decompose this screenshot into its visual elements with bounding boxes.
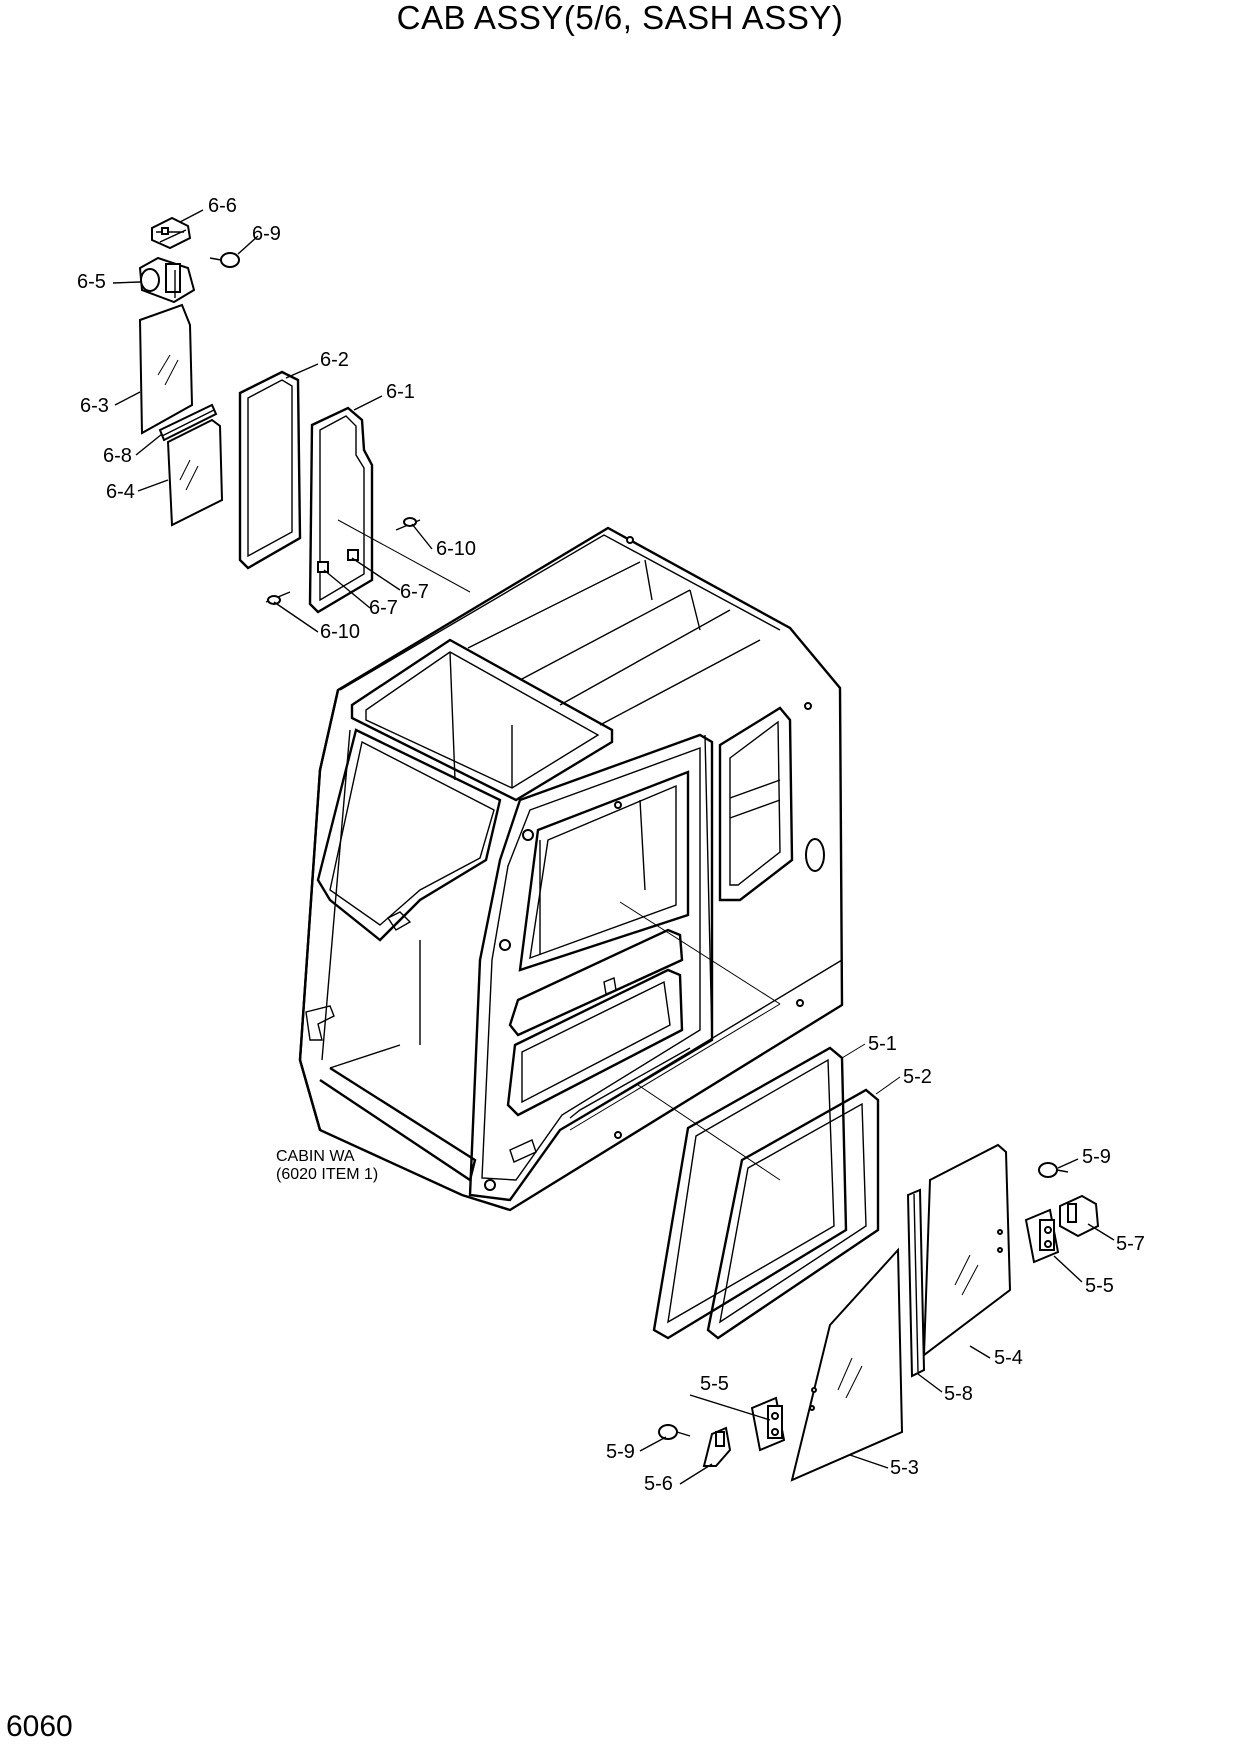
callout-5-1: 5-1 [868, 1033, 897, 1055]
part-5-7-bracket [1059, 1194, 1100, 1238]
part-5-9-bolt-b [658, 1424, 691, 1440]
part-6-8-seal-strip [158, 403, 218, 442]
callout-5-3: 5-3 [890, 1457, 919, 1479]
callout-5-5-left: 5-5 [700, 1373, 729, 1395]
callout-5-5-right: 5-5 [1085, 1275, 1114, 1297]
part-6-3-upper-glass [138, 303, 194, 435]
callout-6-1: 6-1 [386, 381, 415, 403]
callout-6-7-left: 6-7 [369, 597, 398, 619]
part-6-9-bolt [209, 252, 240, 268]
part-5-5-latch-a [1024, 1208, 1060, 1264]
part-6-5-latch [138, 256, 196, 304]
part-5-3-glass [790, 1247, 904, 1482]
part-5-2-seal-frame [706, 1088, 880, 1340]
cabin-reference-note: CABIN WA (6020 ITEM 1) [276, 1148, 378, 1184]
part-6-1-window-frame [308, 406, 374, 614]
callout-5-6: 5-6 [644, 1473, 673, 1495]
part-5-5-latch-b [750, 1396, 786, 1452]
callout-6-6: 6-6 [208, 195, 237, 217]
part-5-6-bracket [702, 1426, 732, 1467]
callout-6-5: 6-5 [77, 271, 106, 293]
callout-labels: 6-6 6-9 6-5 6-2 6-1 6-3 6-8 6-4 6-10 6-7… [77, 195, 1145, 1495]
cabin-body [298, 526, 844, 1212]
part-5-4-glass [922, 1143, 1012, 1358]
part-6-6-bracket [151, 216, 192, 250]
callout-6-7-right: 6-7 [400, 581, 429, 603]
part-6-2-seal-frame [238, 370, 302, 570]
note-line-1: CABIN WA [276, 1148, 355, 1165]
callout-6-10-upper: 6-10 [436, 538, 476, 560]
part-5-8-seal-strip [906, 1188, 926, 1378]
page-title: CAB ASSY(5/6, SASH ASSY) [396, 0, 844, 36]
callout-5-9-right: 5-9 [1082, 1146, 1111, 1168]
part-6-4-lower-glass [166, 418, 224, 527]
page-number: 6060 [6, 1710, 73, 1743]
part-6-10-screw-b [265, 591, 291, 605]
part-5-9-bolt-a [1038, 1162, 1069, 1178]
callout-5-2: 5-2 [903, 1066, 932, 1088]
part-5-1-window-frame [652, 1046, 848, 1340]
part-6-10-screw-a [395, 517, 421, 531]
callout-6-2: 6-2 [320, 349, 349, 371]
leader-lines [112, 209, 1115, 1485]
callout-6-8: 6-8 [103, 445, 132, 467]
callout-6-9: 6-9 [252, 223, 281, 245]
callout-5-7: 5-7 [1116, 1233, 1145, 1255]
callout-5-9-left: 5-9 [606, 1441, 635, 1463]
callout-5-4: 5-4 [994, 1347, 1023, 1369]
callout-5-8: 5-8 [944, 1383, 973, 1405]
note-line-2: (6020 ITEM 1) [276, 1166, 379, 1183]
callout-6-4: 6-4 [106, 481, 135, 503]
callout-6-10-lower: 6-10 [320, 621, 360, 643]
callout-6-3: 6-3 [80, 395, 109, 417]
